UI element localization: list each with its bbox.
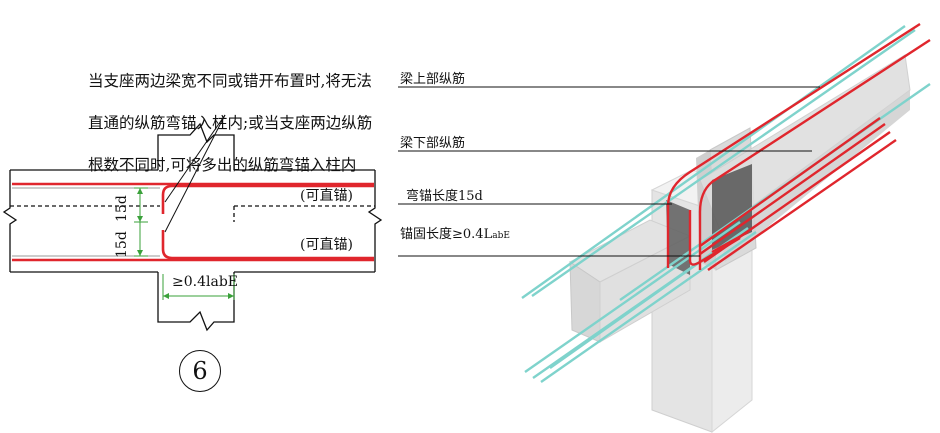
straight-anchor-top-label: (可直锚) xyxy=(300,188,353,204)
note-line-2: 直通的纵筋弯锚入柱内;或当支座两边纵筋 xyxy=(88,114,373,132)
beam-outline xyxy=(2,169,383,273)
dim-15d-top-label: 15d xyxy=(114,195,130,222)
straight-anchor-bottom-label: (可直锚) xyxy=(300,237,353,253)
label-anchor-length: 锚固长度≥0.4LabE xyxy=(400,223,510,242)
note-line-3: 根数不同时,可将多出的纵筋弯锚入柱内 xyxy=(88,156,357,174)
legend-leaders xyxy=(398,86,820,257)
rebar-section xyxy=(12,182,374,262)
note-line-1: 当支座两边梁宽不同或错开布置时,将无法 xyxy=(88,72,372,90)
note-leader xyxy=(164,114,226,233)
label-bottom-bars: 梁下部纵筋 xyxy=(400,136,466,151)
label-anchor-length-main: 锚固长度≥0.4L xyxy=(400,227,493,242)
dimension-arrows xyxy=(137,188,234,299)
anchorage-note: 当支座两边梁宽不同或错开布置时,将无法 直通的纵筋弯锚入柱内;或当支座两边纵筋 … xyxy=(88,50,388,197)
detail-number: 6 xyxy=(192,357,208,385)
dim-anchor-label: ≥0.4labE xyxy=(172,274,239,290)
dim-15d-bottom-label: 15d xyxy=(114,231,130,258)
label-anchor-length-sub: abE xyxy=(492,231,510,241)
column-outline xyxy=(157,122,235,332)
label-bend-length: 弯锚长度15d xyxy=(406,189,483,204)
red-rebars xyxy=(666,22,931,271)
detail-number-badge: 6 xyxy=(179,350,221,392)
label-top-bars: 梁上部纵筋 xyxy=(400,72,466,87)
